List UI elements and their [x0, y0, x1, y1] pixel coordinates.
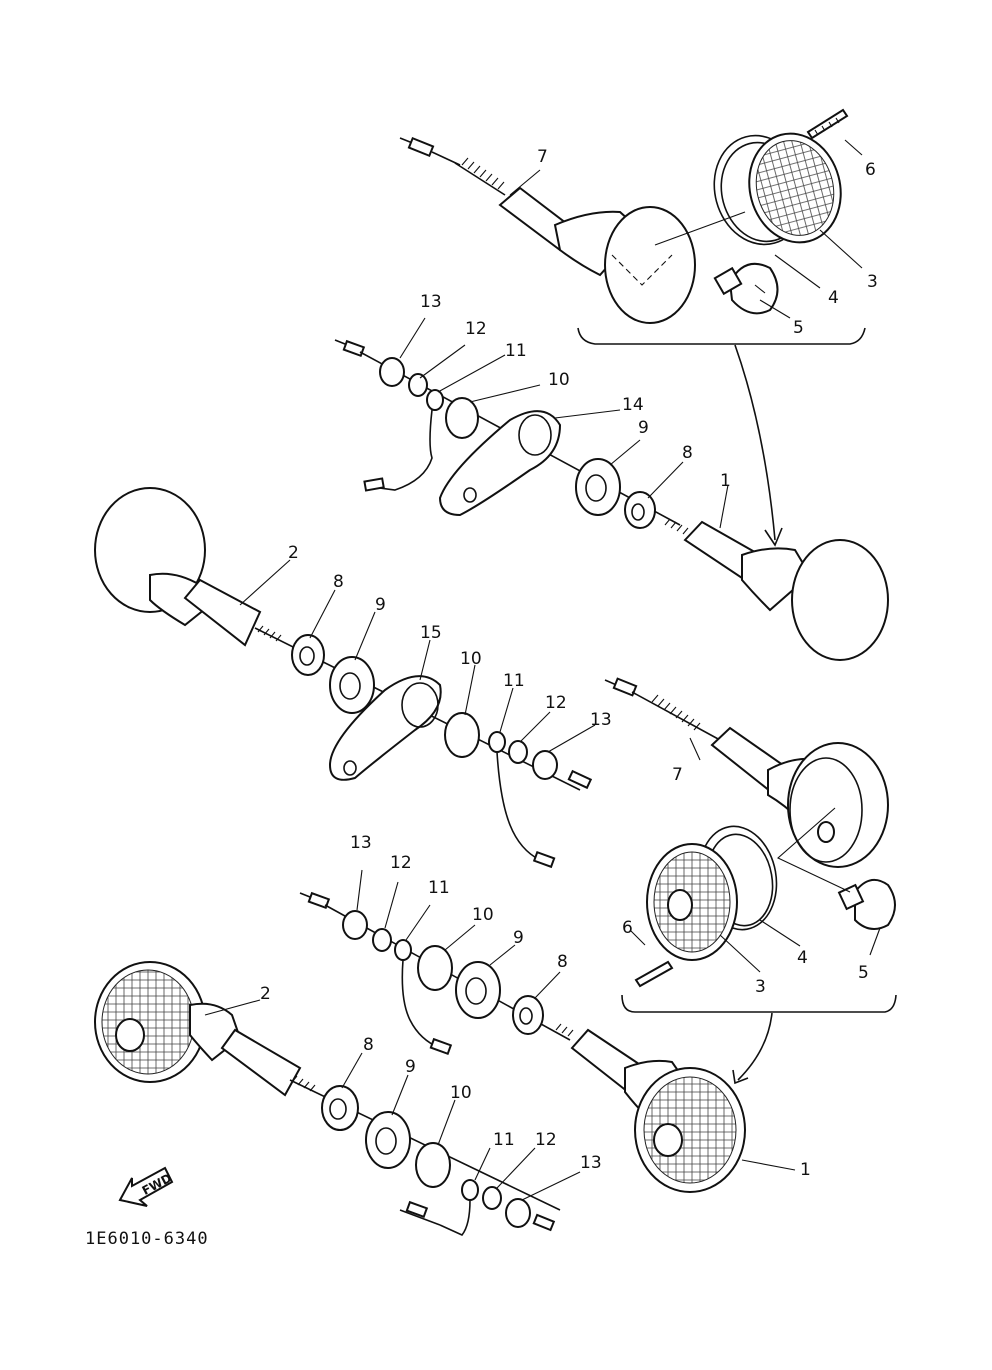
callout-14: 14 — [622, 395, 644, 415]
callout-5: 5 — [858, 963, 869, 983]
callout-8: 8 — [557, 952, 568, 972]
callout-9: 9 — [375, 595, 386, 615]
flasher-assembly-front: 7 6 3 4 5 — [604, 677, 897, 1085]
rear-flasher-mount-right: 13 12 11 10 14 9 8 1 — [334, 292, 889, 661]
callout-1: 1 — [720, 471, 731, 491]
callout-8: 8 — [363, 1035, 374, 1055]
callout-10: 10 — [548, 370, 570, 390]
callout-11: 11 — [503, 671, 525, 691]
callout-11: 11 — [493, 1130, 515, 1150]
callout-5: 5 — [793, 318, 804, 338]
callout-10: 10 — [450, 1083, 472, 1103]
rear-flasher-mount-left: 2 8 9 15 10 11 12 13 — [94, 487, 612, 869]
callout-9: 9 — [638, 418, 649, 438]
front-flasher-stack-lower: 8 9 10 11 12 13 1 — [321, 1035, 811, 1236]
callout-10: 10 — [472, 905, 494, 925]
callout-9: 9 — [513, 928, 524, 948]
callout-9: 9 — [405, 1057, 416, 1077]
callout-12: 12 — [390, 853, 412, 873]
callout-13: 13 — [580, 1153, 602, 1173]
callout-8: 8 — [333, 572, 344, 592]
callout-7: 7 — [537, 147, 548, 167]
callout-12: 12 — [535, 1130, 557, 1150]
callout-13: 13 — [420, 292, 442, 312]
callout-12: 12 — [545, 693, 567, 713]
callout-11: 11 — [428, 878, 450, 898]
callout-12: 12 — [465, 319, 487, 339]
callout-4: 4 — [828, 288, 839, 308]
diagram-reference-code: 1E6010-6340 — [85, 1229, 209, 1249]
callout-1: 1 — [800, 1160, 811, 1180]
callout-6: 6 — [622, 918, 633, 938]
callout-6: 6 — [865, 160, 876, 180]
callout-2: 2 — [260, 984, 271, 1004]
callout-8: 8 — [682, 443, 693, 463]
callout-15: 15 — [420, 623, 442, 643]
callout-3: 3 — [867, 272, 878, 292]
callout-11: 11 — [505, 341, 527, 361]
callout-13: 13 — [350, 833, 372, 853]
callout-3: 3 — [755, 977, 766, 997]
callout-2: 2 — [288, 543, 299, 563]
callout-7: 7 — [672, 765, 683, 785]
flasher-assembly-top: 7 6 3 4 5 — [399, 108, 878, 547]
fwd-arrow-icon: FWD — [118, 1166, 174, 1207]
callout-13: 13 — [590, 710, 612, 730]
callout-10: 10 — [460, 649, 482, 669]
callout-4: 4 — [797, 948, 808, 968]
